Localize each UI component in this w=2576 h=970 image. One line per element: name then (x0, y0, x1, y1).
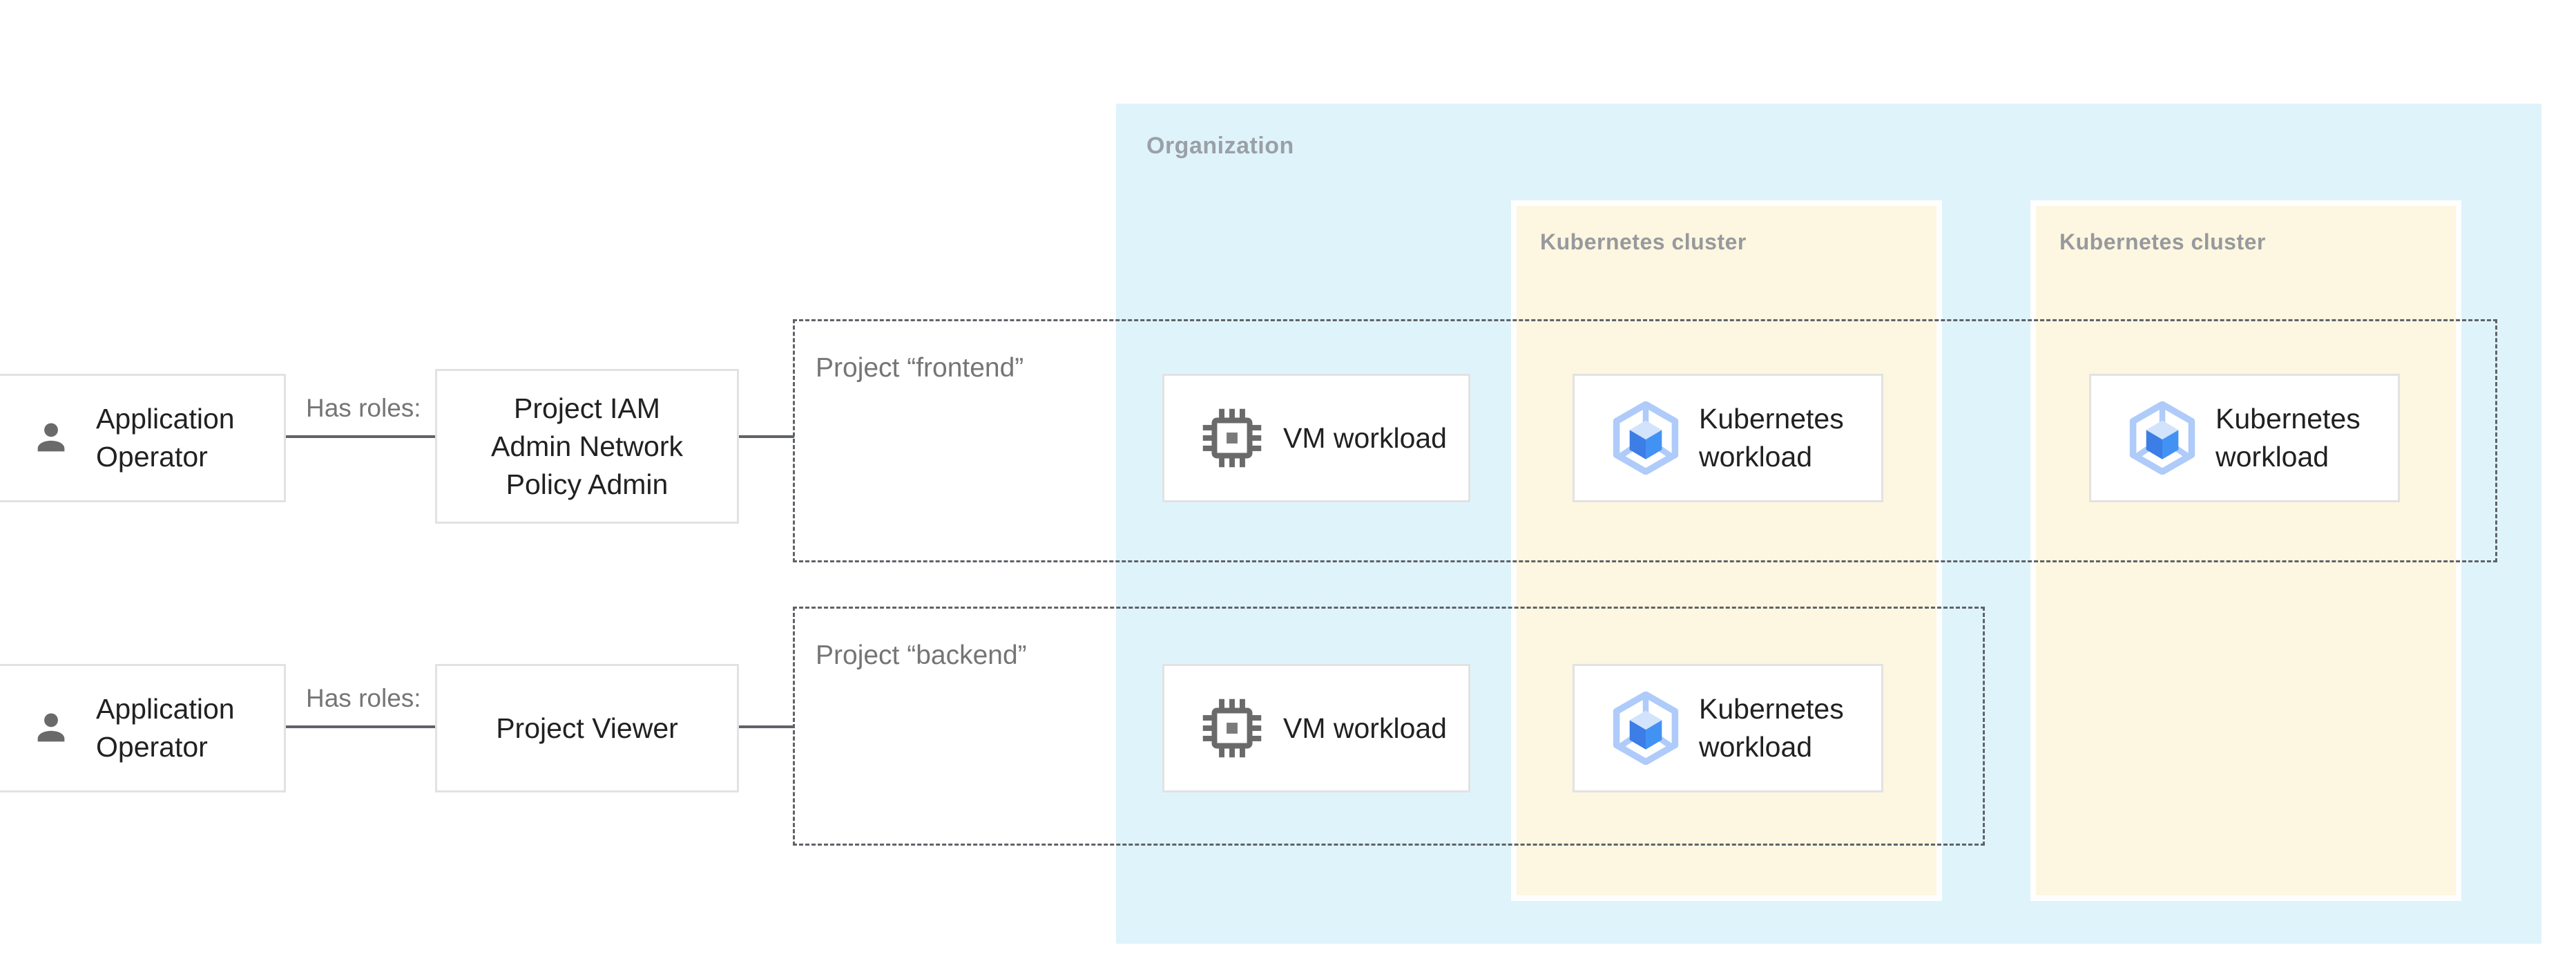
actor-1-line-2: Operator (96, 441, 208, 473)
actor-2-line-1: Application (96, 693, 235, 725)
vm-workload-node-backend: VM workload (1162, 664, 1470, 792)
vm-workload-label: VM workload (1283, 421, 1447, 454)
connector-role1-frontend (738, 435, 794, 438)
connector-actor1-role1 (286, 435, 436, 438)
kubernetes-workload-node-backend-cluster1: Kubernetes workload (1573, 664, 1883, 792)
application-operator-2-label: Application Operator (96, 690, 235, 766)
role-1-line-1: Project IAM (514, 392, 660, 424)
kubernetes-cluster-1-label: Kubernetes cluster (1540, 229, 1747, 254)
k8s-workload-line-1: Kubernetes (1699, 693, 1844, 725)
connector-actor2-role2 (286, 725, 436, 728)
k8s-workload-line-2: workload (2215, 441, 2329, 473)
actor-2-line-2: Operator (96, 731, 208, 763)
has-roles-label-2: Has roles: (306, 684, 421, 712)
kubernetes-cluster-2-label: Kubernetes cluster (2059, 229, 2266, 254)
role-1-line-3: Policy Admin (506, 468, 669, 500)
application-operator-node-1: Application Operator (0, 374, 286, 502)
chip-icon (1202, 408, 1262, 468)
k8s-workload-line-1: Kubernetes (1699, 403, 1844, 435)
gke-cube-hexagon-icon (1609, 692, 1682, 765)
kubernetes-cluster-2: Kubernetes cluster (2030, 200, 2461, 901)
role-1-line-2: Admin Network (491, 430, 683, 462)
vm-workload-node-frontend: VM workload (1162, 374, 1470, 502)
person-icon (37, 423, 65, 452)
gke-cube-hexagon-icon (2126, 401, 2199, 475)
gke-cube-hexagon-icon (1609, 401, 1682, 475)
project-frontend-label: Project “frontend” (816, 353, 1024, 383)
actor-1-line-1: Application (96, 403, 235, 435)
kubernetes-workload-node-frontend-cluster1: Kubernetes workload (1573, 374, 1883, 502)
application-operator-1-label: Application Operator (96, 400, 235, 476)
person-icon (37, 713, 65, 742)
vm-workload-label: VM workload (1283, 712, 1447, 744)
role-1-label: Project IAM Admin Network Policy Admin (491, 390, 683, 504)
project-backend-label: Project “backend” (816, 640, 1027, 670)
kubernetes-workload-label: Kubernetes workload (2215, 400, 2361, 476)
project-frontend-boundary: Project “frontend” (793, 319, 2497, 562)
application-operator-node-2: Application Operator (0, 664, 286, 792)
kubernetes-workload-label: Kubernetes workload (1699, 690, 1844, 766)
kubernetes-workload-label: Kubernetes workload (1699, 400, 1844, 476)
has-roles-label-1: Has roles: (306, 394, 421, 422)
role-node-project-viewer: Project Viewer (435, 664, 739, 792)
kubernetes-workload-node-frontend-cluster2: Kubernetes workload (2089, 374, 2400, 502)
connector-role2-backend (738, 725, 794, 728)
k8s-workload-line-2: workload (1699, 731, 1813, 763)
organization-label: Organization (1146, 133, 1294, 159)
k8s-workload-line-2: workload (1699, 441, 1813, 473)
role-2-label: Project Viewer (496, 712, 678, 744)
role-node-project-iam-admin: Project IAM Admin Network Policy Admin (435, 369, 739, 524)
chip-icon (1202, 698, 1262, 759)
k8s-workload-line-1: Kubernetes (2215, 403, 2361, 435)
